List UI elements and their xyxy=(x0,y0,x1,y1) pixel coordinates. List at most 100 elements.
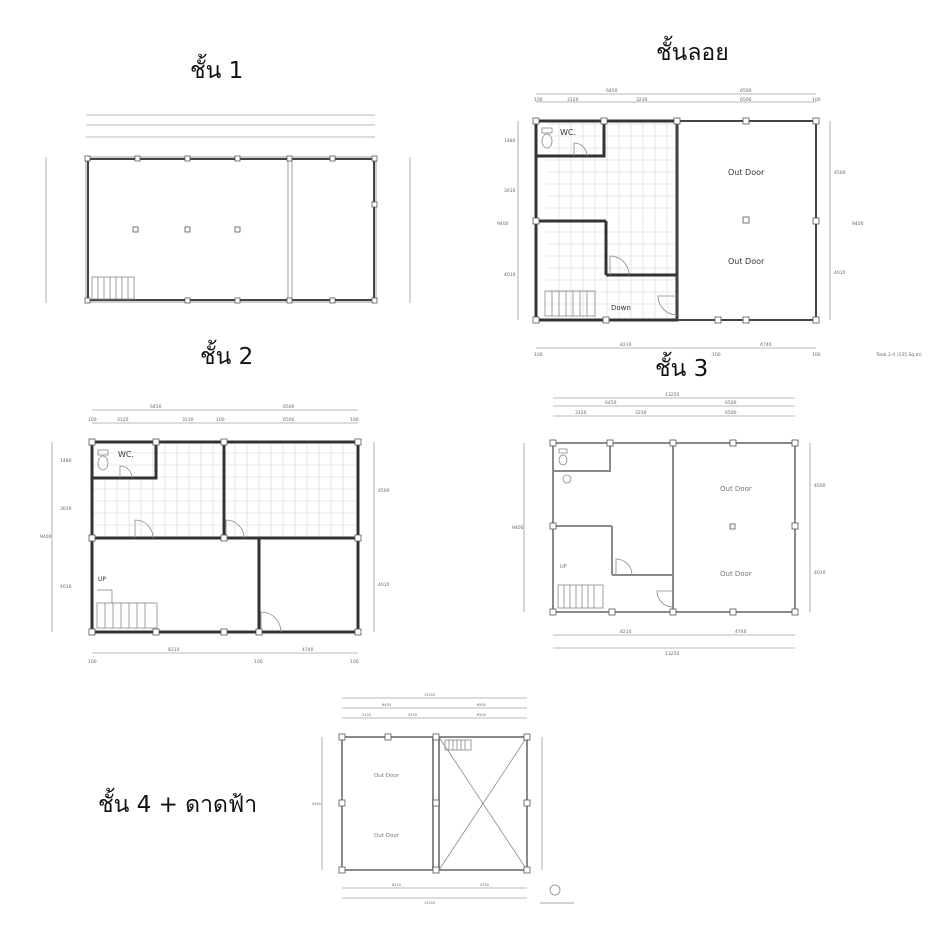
dim-label: 13250 xyxy=(424,693,435,697)
dimension-lines xyxy=(523,397,811,649)
columns xyxy=(88,438,362,636)
title-floor-1: ชั้น 1 xyxy=(190,58,244,84)
columns xyxy=(84,155,378,304)
dim-label: 4500 xyxy=(814,483,826,489)
dim-label: 9400 xyxy=(512,525,524,531)
dim-label: 3120 xyxy=(575,410,587,416)
dim-label: 100 xyxy=(812,352,821,358)
title-mezzanine: ชั้นลอย xyxy=(656,40,729,66)
dim-label: 9400 xyxy=(852,221,864,227)
roof-cross xyxy=(438,736,528,871)
dim-label: 8210 xyxy=(620,342,632,348)
dim-label: 4500 xyxy=(378,488,390,494)
dim-label: 13250 xyxy=(665,392,679,398)
wc-room xyxy=(534,119,606,158)
north-marker-icon xyxy=(549,884,561,896)
columns xyxy=(338,733,531,874)
dim-label: 4010 xyxy=(814,570,826,576)
dim-label: 8210 xyxy=(168,647,180,653)
dim-label: 100 xyxy=(216,417,225,423)
dim-label: 4740 xyxy=(302,647,314,653)
door-swing xyxy=(260,611,282,633)
up-label: UP xyxy=(98,576,106,583)
wc-room xyxy=(90,440,158,480)
floor-plan-3: Out Door Out Door UP 13250 6450 6500 312… xyxy=(512,392,826,657)
dim-label: 6500 xyxy=(477,703,486,707)
dim-label: 3010 xyxy=(504,188,516,194)
outdoor-label: Out Door xyxy=(374,833,400,839)
up-label: UP xyxy=(560,564,567,570)
dim-label: 6450 xyxy=(605,400,617,406)
dim-label: 3010 xyxy=(60,506,72,512)
dim-label: 100 xyxy=(350,659,359,665)
dim-label: 3120 xyxy=(117,417,129,423)
dimension-lines xyxy=(517,93,831,349)
dim-label: 100 xyxy=(534,97,543,103)
dim-label: 4740 xyxy=(760,342,772,348)
outdoor-label: Out Door xyxy=(720,570,752,578)
wc-label: WC. xyxy=(560,128,576,137)
grid-tiles xyxy=(547,122,677,318)
dim-label: 1480 xyxy=(504,138,516,144)
stair xyxy=(544,290,596,317)
dim-label: 6450 xyxy=(382,703,391,707)
dim-label: 3230 xyxy=(408,713,417,717)
title-floor-3: ชั้น 3 xyxy=(655,356,709,382)
toilet-icon xyxy=(97,449,109,471)
dim-label: 6500 xyxy=(740,88,752,94)
dim-label: 100 xyxy=(534,352,543,358)
dim-label: 9400 xyxy=(40,534,52,540)
dim-label: 9400 xyxy=(497,221,509,227)
floor-outline xyxy=(85,156,377,303)
title-floor-4-roof: ชั้น 4 + ดาดฟ้า xyxy=(98,792,258,818)
dim-label: 6500 xyxy=(283,404,295,410)
dim-label: 6500 xyxy=(725,410,737,416)
floor-plan-1 xyxy=(45,114,411,304)
floor-plan-4-roof: Out Door Out Door 13250 6450 6500 3120 3… xyxy=(312,693,574,905)
outdoor-label: Out Door xyxy=(720,485,752,493)
columns xyxy=(532,117,820,324)
stair xyxy=(96,589,158,629)
dim-label: 100 xyxy=(254,659,263,665)
floor-plan-2: WC. UP 6450 6500 3120 3230 6500 100 100 … xyxy=(40,404,390,665)
dim-label: 8210 xyxy=(620,629,632,635)
dim-label: 100 xyxy=(88,659,97,665)
dim-label: 3230 xyxy=(635,410,647,416)
door-swing xyxy=(134,519,154,539)
outdoor-label: Out Door xyxy=(374,773,400,779)
toilet-icon xyxy=(558,448,572,484)
dim-label: 3120 xyxy=(567,97,579,103)
door-swing xyxy=(615,558,633,576)
door-swing xyxy=(656,590,674,608)
dim-label: 4500 xyxy=(834,170,846,176)
toilet-icon xyxy=(541,127,553,149)
down-label: Down xyxy=(611,304,631,312)
dim-label: 6500 xyxy=(740,97,752,103)
dim-label: 4010 xyxy=(378,582,390,588)
dim-label: 6500 xyxy=(283,417,295,423)
door-swing xyxy=(657,295,678,316)
dim-label: 6450 xyxy=(606,88,618,94)
dim-label: 6500 xyxy=(725,400,737,406)
dim-label: 100 xyxy=(712,352,721,358)
outdoor-label: Out Door xyxy=(728,168,765,177)
dim-label: 4010 xyxy=(504,272,516,278)
wc-room xyxy=(552,442,611,472)
wc-label: WC. xyxy=(118,450,134,459)
dim-label: 8210 xyxy=(392,883,401,887)
dim-label: 3120 xyxy=(362,713,371,717)
door-swing xyxy=(609,255,630,276)
dim-label: 4010 xyxy=(834,270,846,276)
dim-label: 4010 xyxy=(60,584,72,590)
floor-plan-mezzanine: WC. Out Door Out Door Down 6450 6500 312… xyxy=(497,88,922,358)
title-floor-2: ชั้น 2 xyxy=(200,344,254,370)
dimension-lines xyxy=(321,697,543,899)
dimension-lines xyxy=(51,409,375,654)
dim-label: 3230 xyxy=(182,417,194,423)
dim-label: 13250 xyxy=(424,901,435,905)
total-area-note: Total 2-4 (135 Sq.m) xyxy=(875,352,922,358)
stair xyxy=(557,584,604,609)
dim-label: 9400 xyxy=(312,802,321,806)
dim-label: 3230 xyxy=(636,97,648,103)
dim-label: 100 xyxy=(812,97,821,103)
